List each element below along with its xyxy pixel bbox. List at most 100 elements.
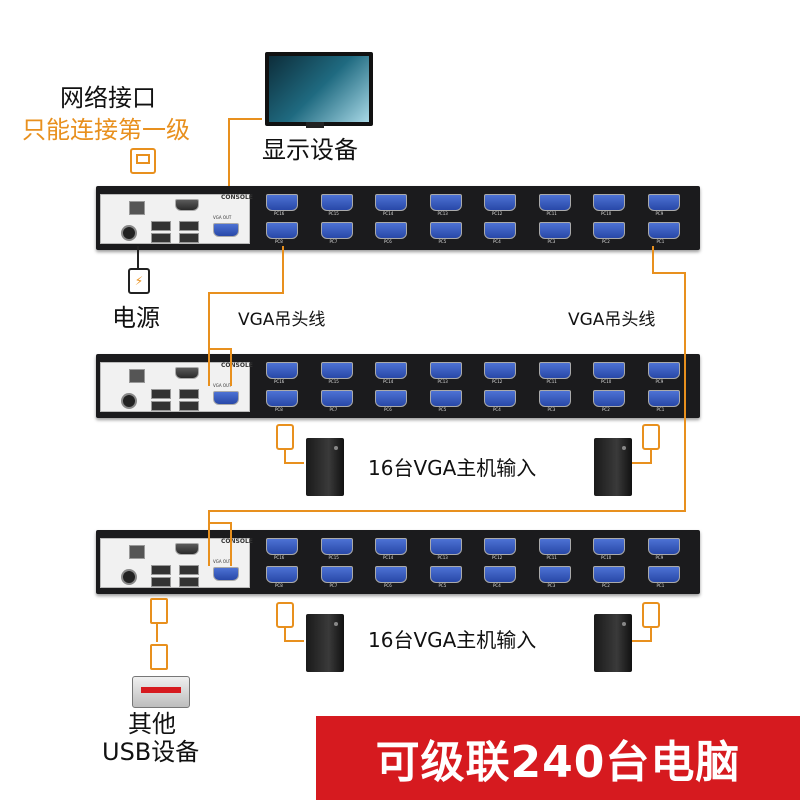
host-vga-port [647,194,680,211]
vga-cable-label-left: VGA吊头线 [238,310,326,330]
vga-out-label: VGA OUT [213,559,232,564]
pc-tower-icon [594,614,632,672]
port-label: PC11 [546,379,557,384]
port-label: PC12 [492,379,503,384]
cascade-cable-left-v2 [230,348,232,386]
port-label: PC4 [493,239,501,244]
port-label: PC4 [493,583,501,588]
host-vga-port [320,566,353,583]
port-label: PC5 [438,239,447,244]
monitor-cable [228,118,262,120]
ethernet-port [129,545,145,559]
vga-out-label: VGA OUT [213,215,232,220]
cascade-cable-left-h [208,292,284,294]
usb-cable [156,622,158,642]
host-input-label-2: 16台VGA主机输入 [368,628,537,652]
host-vga-port [593,390,625,407]
port-label: PC15 [328,379,339,384]
port-label: PC2 [602,239,610,244]
monitor-icon [265,52,373,126]
port-label: PC13 [437,555,448,560]
port-label: PC16 [274,555,285,560]
pc-tower-icon [594,438,632,496]
host-vga-port [266,538,298,555]
power-label: 电源 [112,304,160,332]
port-label: PC7 [329,239,338,244]
console-label: CONSOLE [221,362,253,369]
host-cable-h [632,640,652,642]
host-vga-port [593,222,625,239]
host-vga-port [647,362,680,379]
power-jack [121,225,137,241]
host-vga-port [538,194,571,211]
usb-port [179,389,199,399]
printer-icon [132,676,190,708]
host-vga-port [266,390,298,407]
cascade-cable-right [652,246,654,274]
host-vga-port [375,538,407,555]
kvm-console-panel: CONSOLE VGA OUT [100,194,253,244]
host-cable [650,626,652,642]
host-vga-port [593,566,625,583]
host-cable [650,448,652,464]
usb-plug-icon [150,644,168,670]
host-vga-port [647,390,680,407]
other-usb-label-2: USB设备 [102,738,200,766]
serial-port [175,543,199,555]
monitor-stand [306,122,324,128]
port-label: PC6 [384,407,392,412]
port-label: PC15 [328,555,339,560]
vga-plug-icon [642,602,660,628]
host-vga-port [593,194,625,211]
host-vga-port [320,222,353,239]
host-vga-port [375,222,407,239]
ethernet-port [129,201,145,215]
network-note: 只能连接第一级 [22,116,190,144]
usb-port [151,221,171,231]
port-label: PC16 [274,211,285,216]
port-label: PC6 [384,583,392,588]
usb-port [151,233,171,243]
host-vga-port [647,566,680,583]
port-label: PC6 [384,239,392,244]
port-label: PC1 [656,407,665,412]
port-label: PC7 [329,407,338,412]
vga-out-port [213,391,239,405]
port-label: PC15 [328,211,339,216]
port-label: PC3 [547,407,556,412]
network-port-icon [130,148,156,174]
cascade-cable-right-h [652,272,686,274]
host-cable-h [284,640,304,642]
host-vga-port [375,194,407,211]
host-vga-port [375,566,407,583]
host-vga-port [484,566,516,583]
host-vga-port [429,538,462,555]
port-label: PC14 [383,211,394,216]
host-vga-port [266,194,298,211]
port-label: PC9 [655,555,664,560]
usb-port [179,577,199,587]
port-label: PC10 [601,555,612,560]
port-label: PC3 [547,239,556,244]
port-label: PC13 [437,379,448,384]
host-vga-port [484,222,516,239]
ethernet-port [129,369,145,383]
host-vga-port [429,222,462,239]
display-label: 显示设备 [262,136,358,164]
host-vga-port [320,538,353,555]
host-vga-port [484,194,516,211]
host-vga-port [429,566,462,583]
usb-port [179,221,199,231]
port-label: PC4 [493,407,501,412]
cascade-cable-left [282,246,284,294]
vga-out-label: VGA OUT [213,383,232,388]
port-label: PC9 [655,379,664,384]
port-label: PC10 [601,211,612,216]
port-label: PC3 [547,583,556,588]
host-vga-port [266,362,298,379]
port-label: PC12 [492,555,503,560]
usb-plug-icon [150,598,168,624]
console-label: CONSOLE [221,538,253,545]
